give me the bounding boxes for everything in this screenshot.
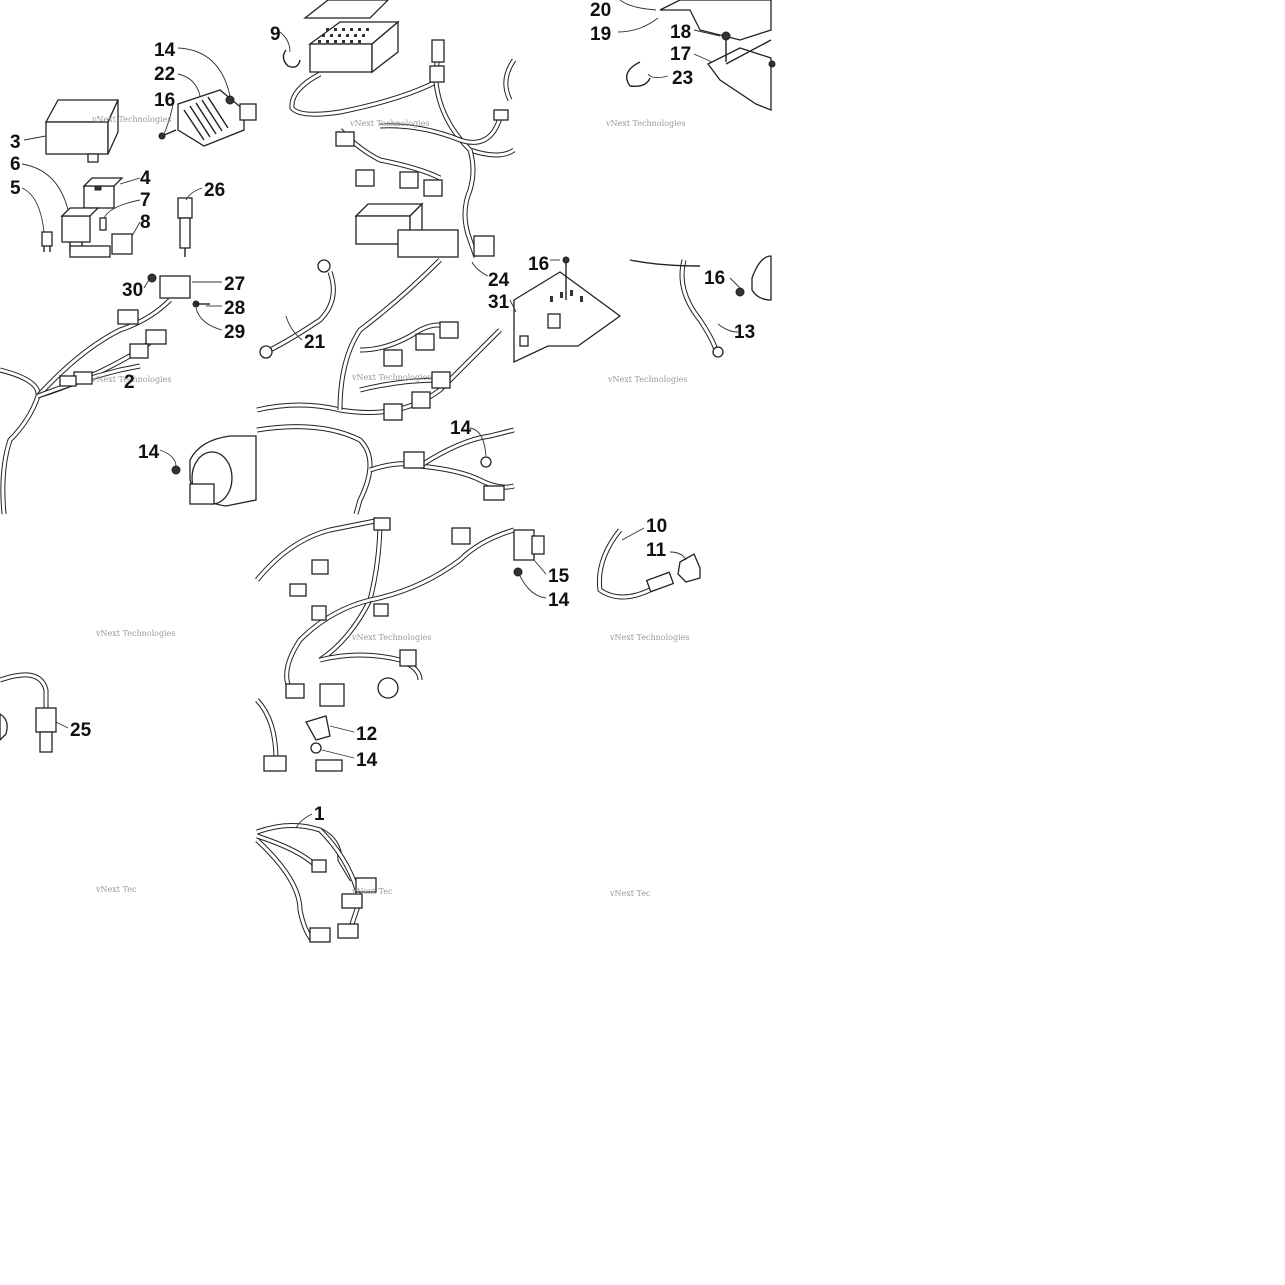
callout: 25: [70, 720, 92, 741]
harness-center: [256, 258, 515, 515]
starter-solenoid: [735, 255, 772, 301]
callout: 15: [548, 566, 570, 587]
callout: 31: [488, 292, 510, 313]
callout: 23: [672, 68, 693, 89]
callout: 14: [450, 418, 472, 439]
relay-6: [60, 207, 100, 252]
terminal-cover-11: [677, 553, 701, 583]
harness-left: [0, 298, 172, 515]
mounting-bracket: [659, 0, 776, 111]
watermark-text: vNext Technologies: [609, 633, 689, 642]
callout: 9: [270, 24, 281, 45]
callout: 21: [304, 332, 326, 353]
callout: 4: [140, 168, 151, 189]
callout: 14: [548, 590, 570, 611]
watermark-text: vNext Technologies: [605, 119, 685, 128]
battery-cable-13: [629, 259, 724, 358]
callout: 18: [670, 22, 691, 43]
callout: 26: [204, 180, 225, 201]
callout: 2: [124, 372, 135, 393]
callout: 27: [224, 274, 245, 295]
callout: 8: [140, 212, 151, 233]
boot-12: [305, 715, 343, 772]
callout: 12: [356, 724, 377, 745]
callout-labels: 20 19 18 17 23 9 14 22 16 3 6 4 5 7 26 8…: [10, 0, 755, 825]
watermark-text: vNext Technologies: [91, 375, 171, 384]
callout: 29: [224, 322, 245, 343]
relay-4: [82, 177, 124, 209]
clamp-23: [626, 61, 651, 88]
harness-upper: [289, 39, 517, 258]
watermark-group: vNext Technologies vNext Technologies vN…: [91, 115, 689, 898]
harness-lower: [255, 517, 515, 772]
callout: 14: [154, 40, 176, 61]
sensor-27: [147, 273, 210, 308]
ignition-coil: [171, 435, 257, 507]
voltage-regulator: [158, 89, 257, 147]
connector-8: [69, 233, 133, 258]
callout: 24: [488, 270, 510, 291]
watermark-text: vNext Technologies: [95, 629, 175, 638]
callout: 3: [10, 132, 21, 153]
fuse-box: [44, 99, 120, 163]
callout: 17: [670, 44, 691, 65]
watermark-text: vNext Tec: [351, 887, 393, 896]
injector-25: [0, 672, 57, 753]
watermark-text: vNext Tec: [609, 889, 651, 898]
fuse-panel: [303, 0, 400, 74]
clamp-9: [282, 49, 301, 68]
callout: 11: [646, 540, 667, 561]
callout: 16: [154, 90, 175, 111]
sensor-26: [177, 197, 193, 257]
fuse-7: [99, 217, 107, 231]
watermark-text: vNext Technologies: [351, 633, 431, 642]
callout: 28: [224, 298, 245, 319]
ground-cable-21: [259, 259, 336, 359]
callout: 22: [154, 64, 175, 85]
watermark-text: vNext Technologies: [607, 375, 687, 384]
watermark-text: vNext Tec: [95, 885, 137, 894]
watermark-text: vNext Technologies: [349, 119, 429, 128]
callout: 14: [138, 442, 160, 463]
sensor-15: [513, 529, 545, 577]
callout: 20: [590, 0, 611, 21]
watermark-text: vNext Technologies: [351, 373, 431, 382]
callout: 30: [122, 280, 143, 301]
callout: 13: [734, 322, 755, 343]
fuse-5: [41, 231, 53, 252]
callout: 7: [140, 190, 151, 211]
cable-10: [596, 528, 675, 600]
callout: 19: [590, 24, 611, 45]
mounting-plate-31: [513, 256, 622, 364]
callout: 5: [10, 178, 21, 199]
callout: 6: [10, 154, 21, 175]
callout: 10: [646, 516, 667, 537]
callout: 1: [314, 804, 325, 825]
callout: 14: [356, 750, 378, 771]
ecu-module: [354, 202, 495, 258]
callout: 16: [704, 268, 725, 289]
watermark-text: vNext Technologies: [91, 115, 171, 124]
callout: 16: [528, 254, 549, 275]
sub-harness-1: [255, 822, 377, 943]
